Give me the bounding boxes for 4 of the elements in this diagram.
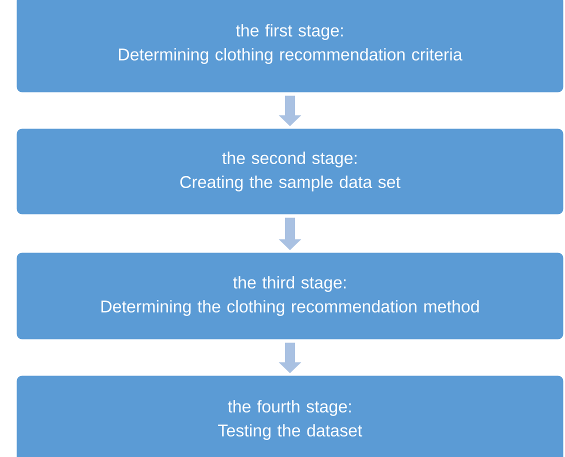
stage-box: the first stage: Determining clothing recommendation criteria — [15, 0, 565, 94]
stage-box: the fourth stage: Testing the dataset — [15, 374, 565, 457]
stage-box: the third stage: Determining the clothing recommendation method — [15, 251, 565, 341]
stage-box: the second stage: Creating the sample data set — [15, 127, 565, 216]
